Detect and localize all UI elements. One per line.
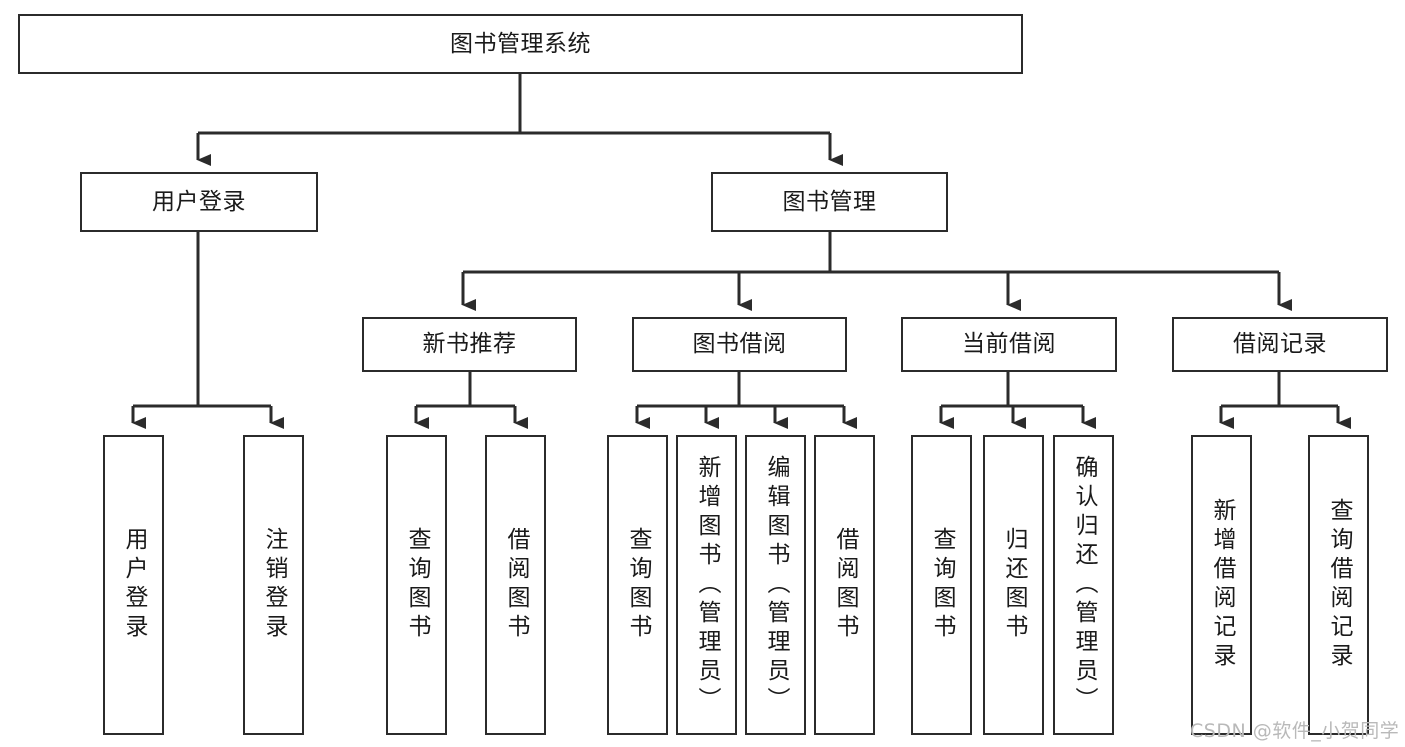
node-leaf-confirm-return-admin[interactable]: 确认归还（管理员） <box>1053 435 1114 735</box>
node-leaf-query-book-current[interactable]: 查询图书 <box>911 435 972 735</box>
node-label: 确认归还（管理员） <box>1071 454 1097 716</box>
node-leaf-user-logout[interactable]: 注销登录 <box>243 435 304 735</box>
node-label: 编辑图书（管理员） <box>763 454 789 716</box>
node-borrow-record[interactable]: 借阅记录 <box>1172 317 1388 372</box>
node-label: 图书借阅 <box>692 331 787 358</box>
node-leaf-add-book-admin[interactable]: 新增图书（管理员） <box>676 435 737 735</box>
node-leaf-borrow-book-recommend[interactable]: 借阅图书 <box>485 435 546 735</box>
node-leaf-edit-book-admin[interactable]: 编辑图书（管理员） <box>745 435 806 735</box>
node-label: 借阅图书 <box>503 527 529 643</box>
node-root-book-management-system[interactable]: 图书管理系统 <box>18 14 1023 74</box>
node-label: 新增图书（管理员） <box>694 454 720 716</box>
node-label: 用户登录 <box>152 188 246 215</box>
node-leaf-user-login[interactable]: 用户登录 <box>103 435 164 735</box>
node-new-book-recommend[interactable]: 新书推荐 <box>362 317 577 372</box>
node-label: 借阅图书 <box>832 527 858 643</box>
node-label: 图书管理 <box>782 188 877 215</box>
node-user-login[interactable]: 用户登录 <box>80 172 318 232</box>
node-leaf-add-borrow-record[interactable]: 新增借阅记录 <box>1191 435 1252 735</box>
csdn-watermark: CSDN @软件_小贺同学 <box>1190 720 1400 742</box>
node-label: 新书推荐 <box>422 331 517 358</box>
node-label: 查询图书 <box>625 527 651 643</box>
node-leaf-query-book-borrow[interactable]: 查询图书 <box>607 435 668 735</box>
node-leaf-query-borrow-record[interactable]: 查询借阅记录 <box>1308 435 1369 735</box>
node-label: 归还图书 <box>1001 527 1027 643</box>
node-leaf-return-book[interactable]: 归还图书 <box>983 435 1044 735</box>
node-label: 借阅记录 <box>1233 331 1327 358</box>
node-label: 查询借阅记录 <box>1326 498 1352 672</box>
node-leaf-query-book-recommend[interactable]: 查询图书 <box>386 435 447 735</box>
node-label: 当前借阅 <box>962 331 1056 358</box>
node-current-borrow[interactable]: 当前借阅 <box>901 317 1117 372</box>
node-label: 图书管理系统 <box>450 30 591 57</box>
node-label: 查询图书 <box>404 527 430 643</box>
node-leaf-borrow-book[interactable]: 借阅图书 <box>814 435 875 735</box>
node-label: 新增借阅记录 <box>1209 498 1235 672</box>
node-book-borrow[interactable]: 图书借阅 <box>632 317 847 372</box>
node-label: 用户登录 <box>121 527 147 643</box>
node-label: 查询图书 <box>929 527 955 643</box>
node-label: 注销登录 <box>261 527 287 643</box>
node-book-manage[interactable]: 图书管理 <box>711 172 948 232</box>
